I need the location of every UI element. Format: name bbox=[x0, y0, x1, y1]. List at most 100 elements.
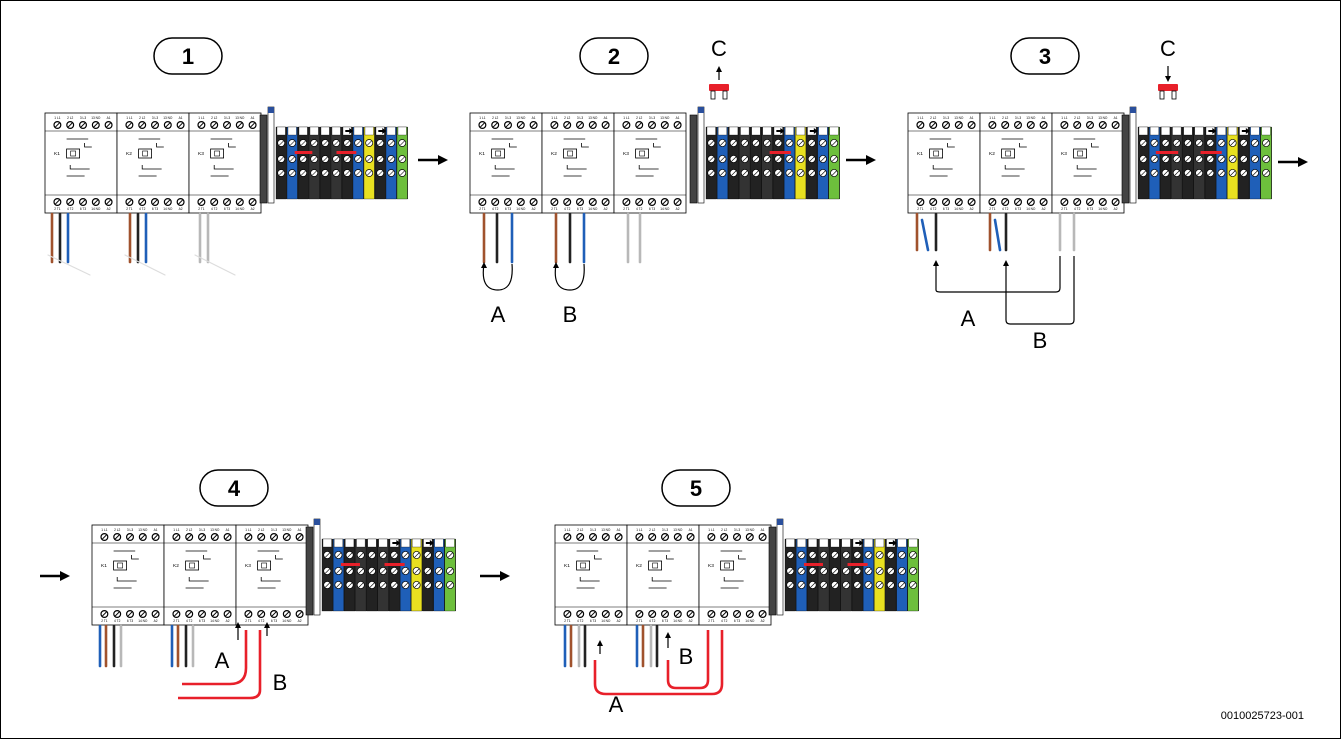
top-terminal-label: 13 NO bbox=[516, 116, 526, 120]
terminal-marker bbox=[796, 126, 806, 136]
indicator bbox=[1077, 150, 1083, 157]
marker-cap bbox=[314, 519, 320, 525]
screw-slot bbox=[675, 534, 681, 540]
screw-slot bbox=[787, 170, 793, 176]
bottom-terminal-label: A2 bbox=[179, 207, 183, 211]
bottom-terminal-label: 2 T1 bbox=[173, 619, 180, 623]
terminal-marker bbox=[334, 538, 343, 548]
screw-slot bbox=[742, 140, 748, 146]
top-terminal-label: 1 L1 bbox=[54, 116, 60, 120]
route-b bbox=[1005, 256, 1075, 325]
bottom-terminal-label: 6 T3 bbox=[224, 207, 231, 211]
badge-outline bbox=[1010, 37, 1080, 75]
terminal-block bbox=[385, 126, 397, 200]
screw-slot bbox=[336, 552, 342, 558]
top-terminal-label: 13 NO bbox=[138, 528, 148, 532]
screw-slot bbox=[237, 199, 243, 205]
terminal-block bbox=[363, 126, 375, 200]
indicator bbox=[933, 150, 939, 157]
screw-slot bbox=[425, 568, 431, 574]
screw-slot bbox=[186, 611, 192, 617]
screw-slot bbox=[297, 534, 302, 540]
screw-slot bbox=[788, 568, 794, 574]
screw-slot bbox=[1041, 199, 1046, 205]
top-terminal-label: 13 NO bbox=[660, 116, 670, 120]
terminal-block bbox=[319, 126, 331, 200]
bottom-terminal-label: 6 T3 bbox=[649, 207, 656, 211]
screw-slot bbox=[152, 122, 158, 128]
screw-slot bbox=[174, 534, 179, 540]
terminal-marker bbox=[718, 126, 727, 136]
face-line bbox=[213, 165, 234, 170]
arrow-head bbox=[60, 571, 70, 581]
screw-slot bbox=[603, 534, 609, 540]
screw-slot bbox=[436, 552, 442, 558]
screw-slot bbox=[1196, 170, 1202, 176]
terminal-marker bbox=[364, 126, 374, 136]
marker-cap bbox=[1130, 107, 1136, 113]
screw-slot bbox=[1087, 122, 1093, 128]
face-line bbox=[581, 143, 589, 148]
face-line bbox=[653, 143, 661, 148]
terminal-block bbox=[907, 538, 919, 612]
screw-slot bbox=[279, 170, 284, 176]
terminal-marker bbox=[797, 538, 806, 548]
face-line bbox=[141, 165, 162, 170]
screw-slot bbox=[798, 156, 804, 162]
bottom-terminal-label: A2 bbox=[689, 619, 693, 623]
screw-slot bbox=[106, 122, 111, 128]
screw-slot bbox=[956, 199, 962, 205]
screw-slot bbox=[1241, 170, 1247, 176]
bottom-terminal-label: 6 T3 bbox=[590, 619, 597, 623]
screw-slot bbox=[809, 170, 815, 176]
arrow-marker-icon bbox=[378, 128, 387, 134]
terminal-marker bbox=[386, 126, 396, 136]
top-terminal-label: 2 L2 bbox=[649, 528, 655, 532]
badge-outline bbox=[153, 37, 223, 75]
marker-post bbox=[1129, 106, 1137, 204]
terminal-block bbox=[840, 538, 852, 612]
contactor-body bbox=[235, 524, 309, 626]
screw-slot bbox=[820, 140, 826, 146]
screw-slot bbox=[358, 552, 364, 558]
screw-slot bbox=[279, 156, 284, 162]
terminal-block bbox=[1137, 126, 1149, 200]
bottom-terminal-label: 14 NO bbox=[210, 619, 220, 623]
screw-slot bbox=[788, 582, 794, 588]
screw-slot bbox=[1196, 140, 1202, 146]
terminal-marker bbox=[1138, 126, 1148, 136]
screw-slot bbox=[284, 611, 290, 617]
top-terminal-label: A1 bbox=[617, 528, 621, 532]
bridge-pin bbox=[722, 90, 728, 100]
arrow-marker-icon bbox=[1208, 128, 1217, 134]
screw-slot bbox=[721, 534, 727, 540]
contactor-label: K1 bbox=[479, 151, 485, 157]
label-b: B bbox=[679, 644, 694, 669]
top-terminal-label: A1 bbox=[761, 528, 765, 532]
screw-slot bbox=[855, 568, 861, 574]
marker-cap bbox=[268, 107, 274, 113]
arrow-head bbox=[481, 262, 487, 268]
bottom-terminal-label: 14 NO bbox=[1098, 207, 1108, 211]
contactor-label: K1 bbox=[917, 151, 923, 157]
contactor-label: K2 bbox=[173, 563, 179, 569]
top-terminal-label: 1 L1 bbox=[636, 528, 642, 532]
screw-slot bbox=[436, 568, 442, 574]
top-terminal-label: 3 L3 bbox=[224, 116, 230, 120]
screw-slot bbox=[325, 568, 331, 574]
bottom-terminal-label: 4 T2 bbox=[930, 207, 937, 211]
top-terminal-label: 3 L3 bbox=[1015, 116, 1021, 120]
terminal-block bbox=[828, 126, 840, 200]
bridge-a bbox=[593, 630, 724, 696]
arrow-head bbox=[933, 260, 939, 266]
terminal-block bbox=[1182, 126, 1194, 200]
contactor-label: K3 bbox=[1061, 151, 1067, 157]
screw-slot bbox=[675, 199, 680, 205]
top-terminal-label: A1 bbox=[179, 116, 183, 120]
bridge bbox=[769, 151, 791, 154]
screw-slot bbox=[832, 582, 838, 588]
bridge-bar bbox=[709, 84, 729, 91]
